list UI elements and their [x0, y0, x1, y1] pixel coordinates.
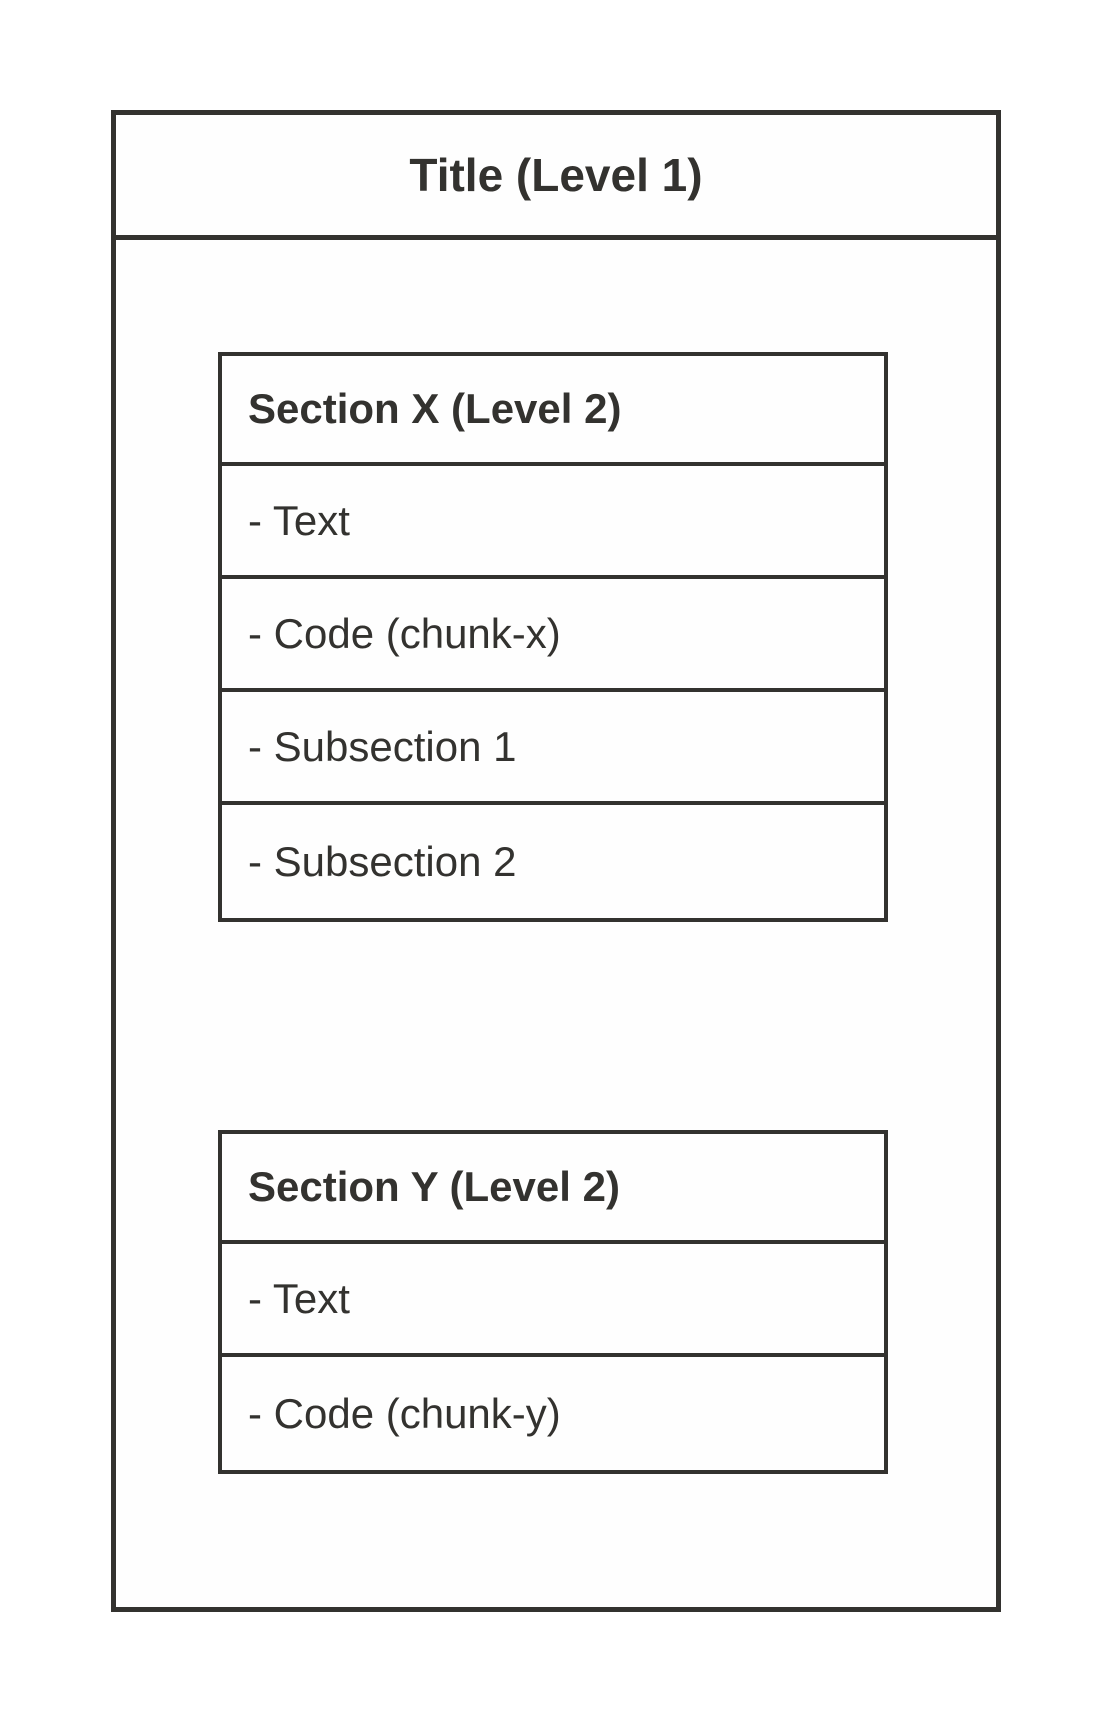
section-x-row-code: - Code (chunk-x) — [222, 579, 884, 692]
document-body: Section X (Level 2) - Text - Code (chunk… — [116, 240, 996, 1612]
section-box-y: Section Y (Level 2) - Text - Code (chunk… — [218, 1130, 888, 1474]
section-box-x: Section X (Level 2) - Text - Code (chunk… — [218, 352, 888, 922]
document-outer-frame: Title (Level 1) Section X (Level 2) - Te… — [111, 110, 1001, 1612]
section-x-row-text: - Text — [222, 466, 884, 579]
section-y-row-text: - Text — [222, 1244, 884, 1357]
section-x-row-subsection-2: - Subsection 2 — [248, 837, 517, 885]
section-x-row-subsection-1: - Subsection 1 — [222, 692, 884, 805]
document-title: Title (Level 1) — [116, 115, 996, 240]
section-y-row-code: - Code (chunk-y) — [248, 1389, 561, 1437]
section-y-heading: Section Y (Level 2) — [222, 1134, 884, 1244]
section-x-heading: Section X (Level 2) — [222, 356, 884, 466]
